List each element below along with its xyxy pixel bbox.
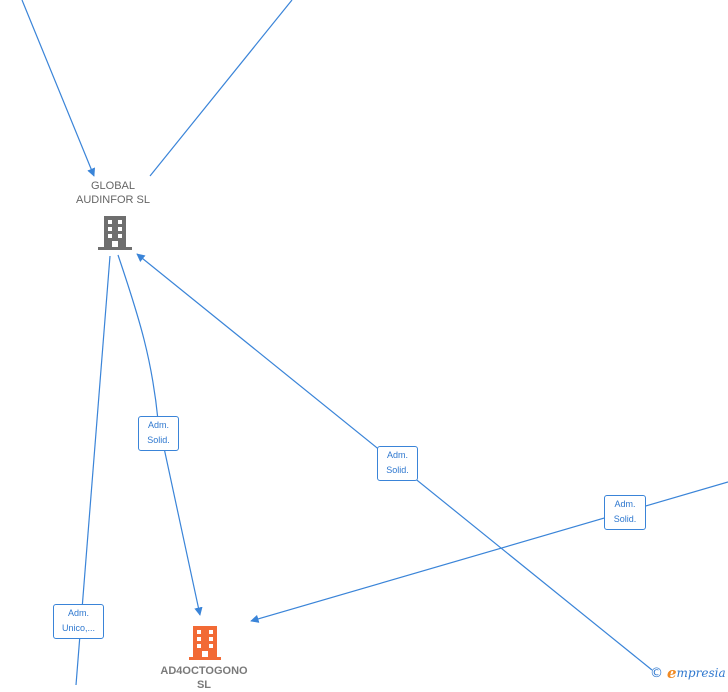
edge-label-line2: Unico,... [61,623,95,633]
brand-name: mpresia [676,666,726,680]
edge-label-adm-unico[interactable]: Adm. Unico,... [53,604,104,639]
edge-label-adm-solid[interactable]: Adm. Solid. [377,446,418,481]
empresia-logo: © e mpresia [650,664,726,682]
node-label-global-line2: AUDINFOR SL [76,194,150,206]
building-icon[interactable] [98,214,132,250]
edge-label-line1: Adm. [614,499,636,509]
edge-global-to-ad4octogono [117,254,203,616]
edge-top-left-to-global [21,0,96,177]
edge-label-line1: Adm. [147,420,169,430]
copyright-symbol: © [650,665,663,681]
node-label-ad4octogono-line2: SL [196,679,212,691]
edge-label-line2: Solid. [147,435,170,445]
node-label-ad4octogono[interactable]: AD4OCTOGONO SL [144,664,264,692]
edge-label-line2: Solid. [386,465,409,475]
edge-label-line1: Adm. [67,608,89,618]
node-label-global-audinfor[interactable]: GLOBAL AUDINFOR SL [63,179,163,207]
node-label-global-line1: GLOBAL [90,180,136,192]
edge-top-right-to-global [149,0,293,177]
edge-label-adm-solid[interactable]: Adm. Solid. [604,495,646,530]
edge-label-line1: Adm. [386,450,408,460]
node-label-ad4octogono-line1: AD4OCTOGONO [160,665,248,677]
edge-label-adm-solid[interactable]: Adm. Solid. [138,416,179,451]
brand-initial: e [667,664,677,682]
edge-right-to-ad4octogono [250,481,728,623]
edge-label-line2: Solid. [613,514,637,524]
building-icon[interactable] [189,624,221,660]
